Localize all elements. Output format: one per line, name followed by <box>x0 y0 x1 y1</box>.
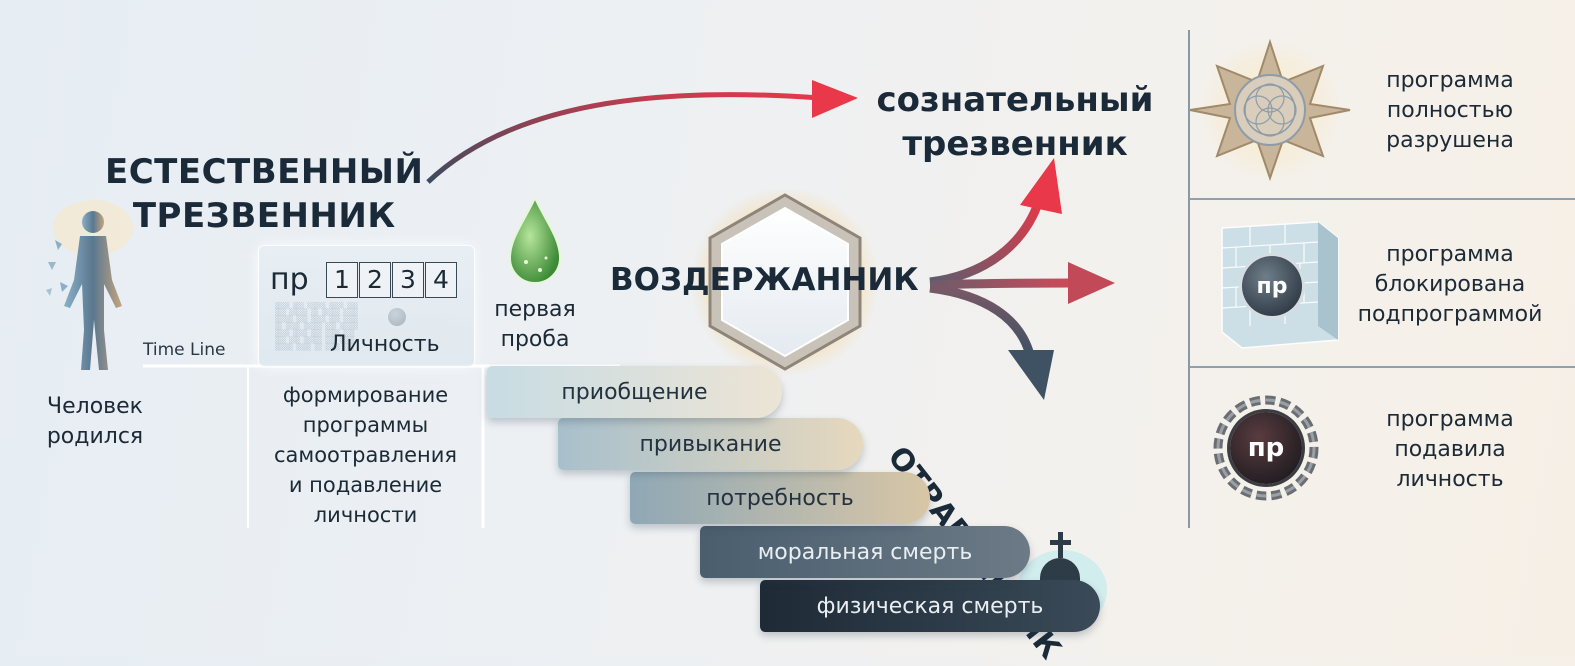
outcome-line: программа <box>1386 242 1514 267</box>
stage-step: физическая смерть <box>760 580 1100 632</box>
stage-step: привыкание <box>558 418 863 470</box>
outcome-suppressed-label: программа подавила личность <box>1340 405 1560 495</box>
person-born-label: Человек родился <box>30 392 160 452</box>
program-cell-4: 4 <box>425 262 457 298</box>
star-mandala-icon <box>1189 38 1351 182</box>
stage-step: приобщение <box>487 366 782 418</box>
arc-arrowhead <box>812 80 858 118</box>
outcomes-divider-2 <box>1190 366 1575 368</box>
first-try-label: первая проба <box>480 295 590 355</box>
branch-up-arrowhead <box>1020 158 1062 214</box>
formation-line: и подавление <box>288 473 443 497</box>
outcome-line: подавила <box>1394 437 1506 462</box>
outcome-line: подпрограммой <box>1357 302 1543 327</box>
arc-arrow <box>426 92 821 184</box>
formation-line: самоотравления <box>273 443 458 467</box>
human-figure-icon <box>46 200 133 370</box>
outcome-line: личность <box>1396 467 1504 492</box>
formation-line: программы <box>302 413 429 437</box>
outcome-line: разрушена <box>1386 128 1514 153</box>
code-texture: ░░░░ ░░░ ░░░░░ ░░░░ ░░░ ░░░ ░░░░░ ░░ ░░░… <box>275 302 359 351</box>
branch-mid-arrowhead <box>1068 262 1115 304</box>
outcome-line: блокирована <box>1374 272 1526 297</box>
conscious-sober-line2: трезвенник <box>902 124 1128 164</box>
formation-text: формирование программы самоотравления и … <box>253 380 478 530</box>
program-cell-1: 1 <box>326 262 358 298</box>
outcome-line: программа <box>1386 407 1514 432</box>
conscious-sober-line1: сознательный <box>876 80 1154 120</box>
branch-down-arrowhead <box>1008 350 1054 400</box>
outcome-blocked-label: программа блокирована подпрограммой <box>1340 240 1560 330</box>
branch-up-arrow <box>929 196 1045 287</box>
natural-sober-line2: ТРЕЗВЕННИК <box>132 196 396 236</box>
first-try-line1: первая <box>494 297 576 322</box>
personality-label: Личность <box>330 332 440 357</box>
formation-line: формирование <box>282 383 449 407</box>
conscious-sober-title: сознательный трезвенник <box>870 78 1160 166</box>
first-try-line2: проба <box>500 327 570 352</box>
drop-icon <box>508 195 562 284</box>
blocked-pr-badge: пр <box>1242 256 1302 316</box>
pr-label: пр <box>270 262 309 297</box>
natural-sober-line1: ЕСТЕСТВЕННЫЙ <box>105 152 424 192</box>
person-born-line1: Человек <box>47 394 143 419</box>
outcome-destroyed-label: программа полностью разрушена <box>1340 66 1560 156</box>
suppressed-pr-badge: пр <box>1230 412 1302 484</box>
outcomes-divider-vertical <box>1188 30 1190 528</box>
outcomes-divider-1 <box>1190 198 1575 200</box>
branch-mid-arrow <box>929 278 1076 290</box>
person-born-line2: родился <box>46 424 144 449</box>
abstainer-title: ВОЗДЕРЖАННИК <box>610 262 919 298</box>
outcome-line: программа <box>1386 68 1514 93</box>
branch-down-arrow <box>929 283 1035 357</box>
program-cell-3: 3 <box>392 262 424 298</box>
stage-step: моральная смерть <box>700 526 1030 578</box>
stage-step: потребность <box>630 472 930 524</box>
natural-sober-title: ЕСТЕСТВЕННЫЙ ТРЕЗВЕННИК <box>105 150 423 238</box>
hexagon-face <box>721 206 849 358</box>
chained-orb-icon <box>1213 395 1319 501</box>
timeline-label: Time Line <box>143 340 226 360</box>
formation-line: личности <box>313 503 418 527</box>
personality-box <box>258 245 475 367</box>
outcome-line: полностью <box>1386 98 1514 123</box>
program-cell-2: 2 <box>359 262 391 298</box>
